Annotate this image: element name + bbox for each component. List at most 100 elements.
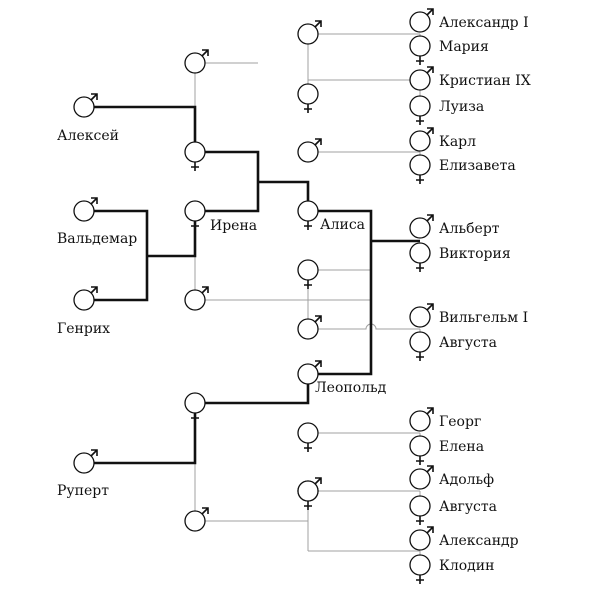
female-cross-icon: [304, 501, 312, 510]
female-cross-icon: [304, 104, 312, 113]
label-valdemar: Вальдемар: [57, 231, 137, 247]
symbol-circle: [184, 510, 206, 532]
symbol-circle: [184, 392, 206, 414]
label-wilhelm1: Вильгельм I: [439, 310, 528, 326]
label-aleksei: Алексей: [57, 128, 119, 144]
symbol-circle: [73, 289, 95, 311]
person-alice-mother-female-symbol: [184, 392, 206, 422]
symbol-circle: [409, 154, 431, 176]
label-augusta-1: Августа: [439, 335, 497, 351]
male-arrow-icon: [314, 20, 322, 28]
female-cross-icon: [191, 413, 199, 422]
female-cross-icon: [304, 443, 312, 452]
male-arrow-icon: [426, 66, 434, 74]
person-symbols: [73, 8, 434, 584]
female-cross-icon: [416, 352, 424, 361]
symbol-circle: [409, 554, 431, 576]
person-elizabeth-female-symbol: [409, 154, 431, 184]
symbol-circle: [409, 529, 431, 551]
label-adolf: Адольф: [439, 472, 494, 488]
person-karl-male-symbol: [409, 127, 434, 152]
symbol-circle: [297, 363, 319, 385]
symbol-circle: [409, 242, 431, 264]
male-arrow-icon: [90, 286, 98, 294]
person-louise-female-symbol: [409, 95, 431, 125]
symbol-circle: [409, 306, 431, 328]
label-georg: Георг: [439, 414, 481, 430]
person-rupert-male-symbol: [73, 449, 98, 474]
label-leopold: Леопольд: [315, 380, 387, 396]
label-albert: Альберт: [439, 221, 500, 237]
symbol-circle: [409, 69, 431, 91]
symbol-circle: [184, 200, 206, 222]
symbol-circle: [409, 468, 431, 490]
person-alice-female-symbol: [297, 200, 319, 230]
label-maria: Мария: [439, 39, 489, 55]
person-aleksei-male-symbol: [73, 93, 98, 118]
person-dagmar-female-symbol: [297, 83, 319, 113]
symbol-circle: [73, 452, 95, 474]
female-cross-icon: [416, 456, 424, 465]
hemophilia-inheritance-path: [84, 105, 420, 465]
person-wilhelm1-male-symbol: [409, 303, 434, 328]
symbol-circle: [184, 141, 206, 163]
symbol-circle: [297, 480, 319, 502]
male-arrow-icon: [314, 360, 322, 368]
person-friedrich3-male-symbol: [297, 315, 322, 340]
symbol-circle: [297, 83, 319, 105]
person-alexander3-male-symbol: [297, 20, 322, 45]
person-adolf-male-symbol: [409, 465, 434, 490]
male-arrow-icon: [426, 127, 434, 135]
person-maria-female-symbol: [409, 35, 431, 65]
person-victoria-female-symbol: [409, 242, 431, 272]
symbol-circle: [409, 130, 431, 152]
person-albert-male-symbol: [409, 214, 434, 239]
male-arrow-icon: [426, 214, 434, 222]
symbol-circle: [409, 410, 431, 432]
person-unnamed-f1-female-symbol: [297, 480, 319, 510]
person-leopold-father-male-symbol: [184, 507, 209, 532]
symbol-circle: [409, 435, 431, 457]
male-arrow-icon: [314, 315, 322, 323]
female-cross-icon: [304, 280, 312, 289]
label-alexander-w: Александр: [439, 533, 519, 549]
male-arrow-icon: [201, 286, 209, 294]
person-elena-female-symbol: [409, 435, 431, 465]
symbol-circle: [184, 289, 206, 311]
label-rupert: Руперт: [57, 483, 109, 499]
person-augusta-1-female-symbol: [409, 331, 431, 361]
male-arrow-icon: [90, 93, 98, 101]
person-genrikh-male-symbol: [73, 286, 98, 311]
label-irena: Ирена: [210, 218, 257, 234]
label-elizabeth: Елизавета: [439, 158, 516, 174]
male-arrow-icon: [201, 49, 209, 57]
person-alexandra-female-symbol: [184, 141, 206, 171]
male-arrow-icon: [426, 303, 434, 311]
male-arrow-icon: [426, 8, 434, 16]
symbol-circle: [297, 422, 319, 444]
person-victoria-d-female-symbol: [297, 259, 319, 289]
female-cross-icon: [416, 575, 424, 584]
symbol-circle: [409, 35, 431, 57]
symbol-circle: [409, 217, 431, 239]
female-cross-icon: [416, 263, 424, 272]
label-victoria: Виктория: [439, 246, 511, 262]
label-genrikh: Генрих: [57, 321, 110, 337]
label-alexander-i: Александр I: [439, 15, 529, 31]
symbol-circle: [297, 259, 319, 281]
person-nikolai-male-symbol: [184, 49, 209, 74]
person-helena-w-female-symbol: [297, 422, 319, 452]
label-augusta-2: Августа: [439, 499, 497, 515]
female-cross-icon: [416, 516, 424, 525]
symbol-circle: [297, 200, 319, 222]
female-cross-icon: [416, 116, 424, 125]
person-claudine-female-symbol: [409, 554, 431, 584]
label-elena: Елена: [439, 439, 484, 455]
female-cross-icon: [191, 221, 199, 230]
symbol-circle: [297, 23, 319, 45]
male-arrow-icon: [90, 449, 98, 457]
person-genrikh-sr-male-symbol: [184, 286, 209, 311]
female-cross-icon: [191, 162, 199, 171]
symbol-circle: [409, 495, 431, 517]
male-arrow-icon: [426, 526, 434, 534]
